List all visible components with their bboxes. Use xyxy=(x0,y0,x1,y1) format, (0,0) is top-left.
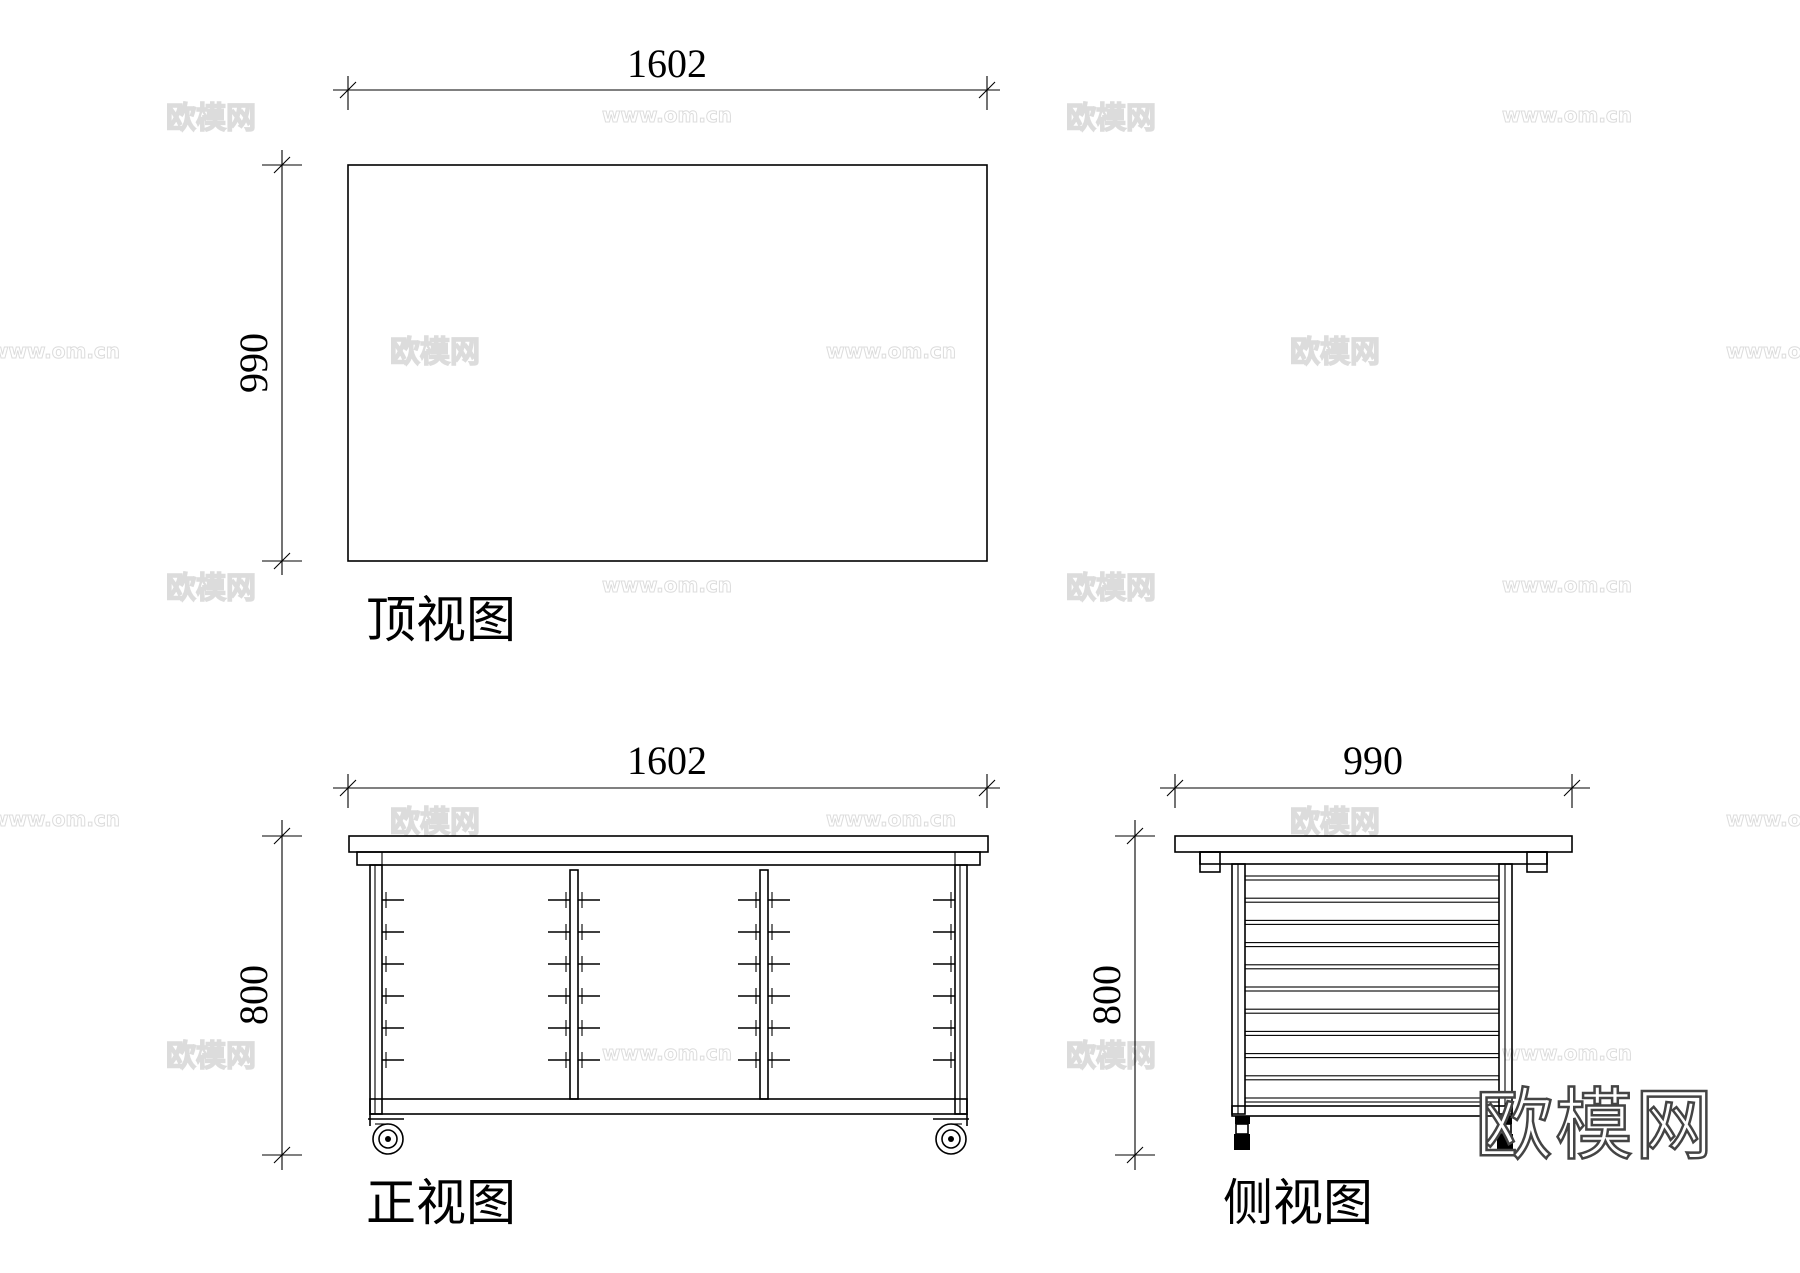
front-view-height-dimension: 800 xyxy=(231,820,302,1170)
watermark-brand: 欧模网 xyxy=(166,101,256,136)
watermark-url: www.om.cn xyxy=(0,339,120,363)
bottom-rail xyxy=(369,1098,968,1115)
tray-slat xyxy=(1244,986,1500,992)
front-view-width-dimension: 1602 xyxy=(333,738,1000,808)
tray-slat xyxy=(1244,1053,1500,1059)
watermark-url: www.om.cn xyxy=(0,807,120,831)
top-view-depth-dimension: 990 xyxy=(231,150,302,575)
watermark-url: www.om.cn xyxy=(1502,103,1632,127)
watermark-brand: 欧模网 xyxy=(1066,101,1156,136)
watermark-brand: 欧模网 xyxy=(390,335,480,370)
side-caster-left xyxy=(1234,1116,1250,1150)
tray-slat xyxy=(1244,1008,1500,1014)
watermark-url: www.om.cn xyxy=(826,807,956,831)
front-view-width-label: 1602 xyxy=(627,738,707,783)
tray-slat xyxy=(1244,1097,1500,1103)
post-inner-1 xyxy=(569,869,579,1100)
leg-left xyxy=(369,864,383,1115)
watermark-brand: 欧模网 xyxy=(166,1039,256,1074)
watermark-brand: 欧模网 xyxy=(1066,571,1156,606)
post-inner-2 xyxy=(759,869,769,1100)
tray-slat xyxy=(1244,1075,1500,1081)
tray-slat xyxy=(1244,875,1500,881)
front-view: 1602 800 xyxy=(231,738,1000,1232)
top-view-width-label: 1602 xyxy=(627,41,707,86)
watermark-url: www.om.cn xyxy=(602,1041,732,1065)
side-bracket-left xyxy=(1199,851,1221,873)
tray-runners xyxy=(382,892,955,1068)
tray-slats xyxy=(1244,875,1500,1103)
brand-logo: 欧模网 xyxy=(1475,1081,1715,1171)
watermark-url: www.om.cn xyxy=(602,103,732,127)
top-view-title: 顶视图 xyxy=(366,591,516,649)
tray-slat xyxy=(1244,919,1500,925)
tabletop-outline xyxy=(347,164,988,562)
watermark-url: www.om.cn xyxy=(1502,1041,1632,1065)
watermark-url: www.om.cn xyxy=(1502,573,1632,597)
side-apron-rail xyxy=(1199,851,1548,865)
apron-rail xyxy=(356,851,981,866)
top-view-width-dimension: 1602 xyxy=(333,41,1000,110)
watermark-brand: 欧模网 xyxy=(1290,335,1380,370)
caster-left xyxy=(368,1114,404,1155)
front-view-table xyxy=(348,835,989,1155)
watermark-brand: 欧模网 xyxy=(166,571,256,606)
watermark-layer: 欧模网 www.om.cn 欧模网 www.om.cn www.om.cn 欧模… xyxy=(0,100,1800,1074)
watermark-url: www.om.cn xyxy=(602,573,732,597)
side-view-table xyxy=(1174,835,1573,1150)
leg-right xyxy=(954,864,968,1115)
side-view-title: 侧视图 xyxy=(1223,1174,1373,1232)
caster-right xyxy=(933,1114,969,1155)
tray-slat xyxy=(1244,942,1500,948)
watermark-url: www.om.cn xyxy=(1726,807,1800,831)
watermark-url: www.om.cn xyxy=(826,339,956,363)
tray-slat xyxy=(1244,964,1500,970)
watermark-brand: 欧模网 xyxy=(390,805,480,840)
top-view-depth-label: 990 xyxy=(231,333,276,393)
side-caster-right xyxy=(1497,1116,1513,1150)
top-view: 1602 990 顶视图 xyxy=(231,41,1000,649)
side-view-height-label: 800 xyxy=(1084,965,1129,1025)
front-view-title: 正视图 xyxy=(366,1174,516,1232)
tray-slat xyxy=(1244,1030,1500,1036)
side-bracket-right xyxy=(1526,851,1548,873)
tray-slat xyxy=(1244,897,1500,903)
side-view-width-label: 990 xyxy=(1343,738,1403,783)
side-view-width-dimension: 990 xyxy=(1160,738,1590,808)
watermark-brand: 欧模网 xyxy=(1290,805,1380,840)
front-view-height-label: 800 xyxy=(231,965,276,1025)
watermark-url: www.om.cn xyxy=(1726,339,1800,363)
watermark-brand: 欧模网 xyxy=(1066,1039,1156,1074)
side-bottom-rail xyxy=(1231,1105,1513,1117)
side-view-height-dimension: 800 xyxy=(1084,820,1155,1170)
side-view: 990 800 xyxy=(1084,738,1590,1232)
